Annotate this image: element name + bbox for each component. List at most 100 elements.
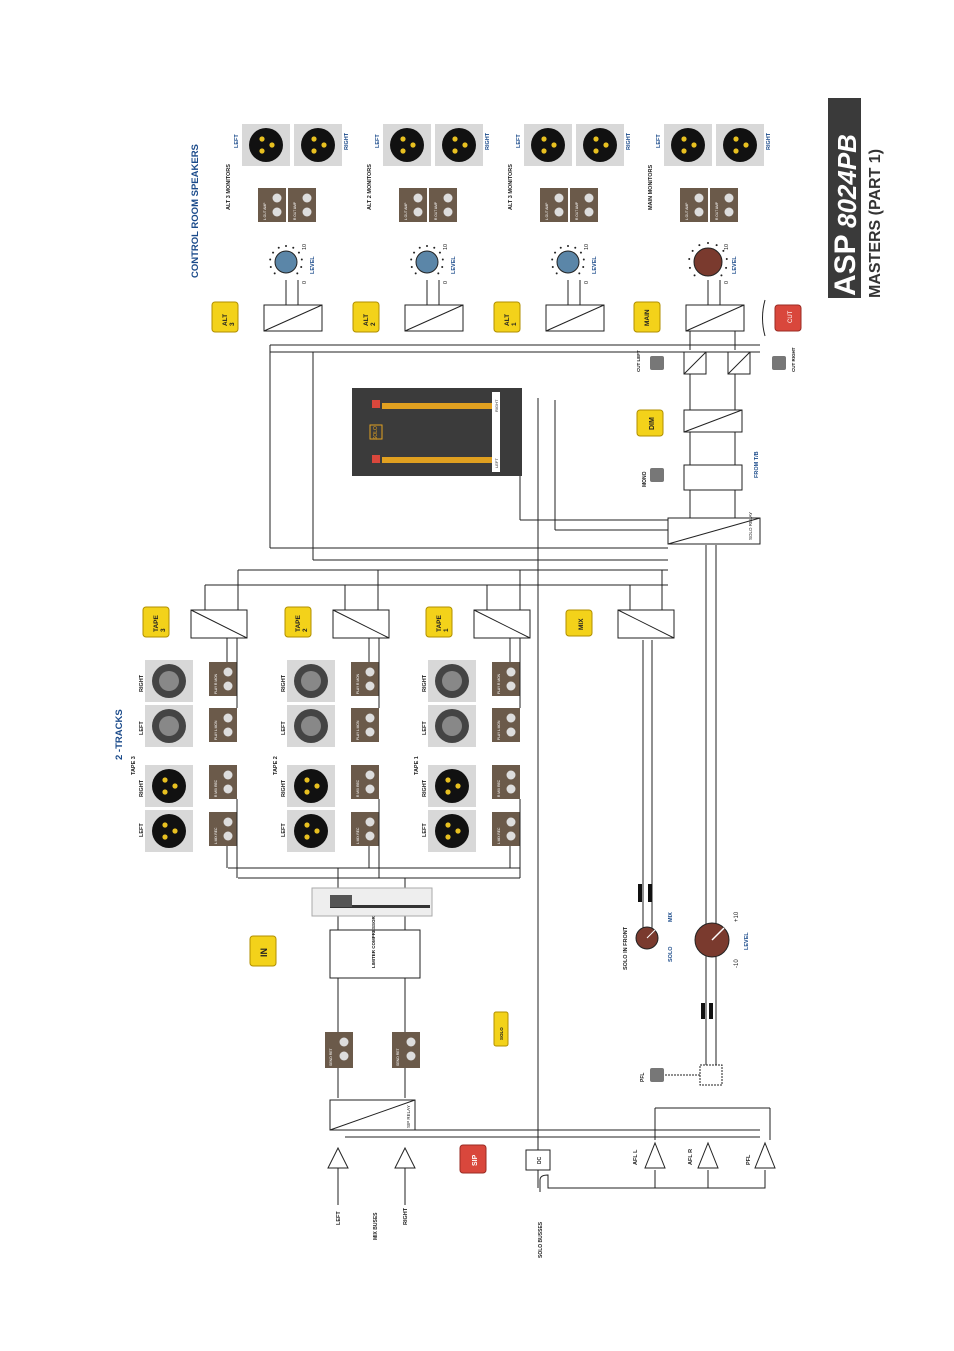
tape-rec-right-tape3[interactable] xyxy=(152,769,186,803)
tape-play-left-tape1-inner xyxy=(442,716,462,736)
tick-alt1-8 xyxy=(582,258,585,261)
insert-left[interactable] xyxy=(325,1032,353,1068)
l-mix-rec-tape1[interactable] xyxy=(492,812,520,846)
mono-button[interactable] xyxy=(650,468,664,482)
tape-name-tape3: TAPE 3 xyxy=(131,756,137,775)
select-button-alt1[interactable] xyxy=(493,301,521,333)
play-r-mon-tape2-jack-a xyxy=(365,667,375,677)
xlr-left-main[interactable] xyxy=(671,128,705,162)
xlr-right-alt2[interactable] xyxy=(442,128,476,162)
r-mix-rec-tape2[interactable] xyxy=(351,765,379,799)
select-button-alt2[interactable] xyxy=(352,301,380,333)
cut-button-label: CUT xyxy=(788,310,794,323)
play-r-mon-tape2[interactable] xyxy=(351,662,379,696)
play-l-mon-tape3[interactable] xyxy=(209,708,237,742)
r-out-amp-main-jack-a xyxy=(724,193,734,203)
level-knob-alt1[interactable] xyxy=(556,250,580,274)
tape-rec-right-label-tape3: RIGHT xyxy=(139,779,145,797)
mix-button[interactable] xyxy=(565,609,593,637)
level-knob-main[interactable] xyxy=(693,247,723,277)
play-r-mon-tape1[interactable] xyxy=(492,662,520,696)
cut-left-button[interactable] xyxy=(650,356,664,370)
r-out-amp-main[interactable] xyxy=(710,188,738,222)
afl-right-amp xyxy=(697,1141,719,1169)
l-mix-rec-tape1-jack-a xyxy=(506,817,516,827)
solo-small-button[interactable] xyxy=(493,1011,509,1047)
xlr-right-alt1[interactable] xyxy=(583,128,617,162)
speaker-left-label-main: LEFT xyxy=(656,134,662,148)
tape-button-tape2[interactable] xyxy=(284,606,312,638)
tick-alt2-6 xyxy=(433,246,436,249)
xlr-right-alt2-pin-0 xyxy=(452,136,458,142)
tape-rec-left-tape3[interactable] xyxy=(152,814,186,848)
page-title: MASTERS (PART 1) xyxy=(867,149,884,298)
tape-rec-left-tape3-pin-0 xyxy=(162,822,168,828)
play-l-mon-tape1[interactable] xyxy=(492,708,520,742)
xlr-left-alt2-pin-1 xyxy=(400,148,406,154)
in-button[interactable] xyxy=(249,935,277,967)
xlr-left-alt3[interactable] xyxy=(249,128,283,162)
l-mix-rec-tape3[interactable] xyxy=(209,812,237,846)
r-mix-rec-tape3[interactable] xyxy=(209,765,237,799)
tape-rec-left-tape1[interactable] xyxy=(435,814,469,848)
cut-left-label: CUT LEFT xyxy=(636,350,641,372)
l-out-amp-alt3[interactable] xyxy=(258,188,286,222)
tick-alt1-1 xyxy=(551,265,554,268)
tick-alt1-4 xyxy=(559,246,562,249)
r-out-amp-alt1[interactable] xyxy=(570,188,598,222)
play-r-mon-tape3[interactable] xyxy=(209,662,237,696)
l-out-amp-alt2-jack-a xyxy=(413,193,423,203)
tick-alt3-6 xyxy=(292,246,295,249)
cut-button[interactable] xyxy=(774,304,802,332)
cut-right-button[interactable] xyxy=(772,356,786,370)
r-out-amp-alt2[interactable] xyxy=(429,188,457,222)
xlr-left-alt1[interactable] xyxy=(531,128,565,162)
l-out-amp-alt2[interactable] xyxy=(399,188,427,222)
tape-play-right-tape1-inner xyxy=(442,671,462,691)
xlr-right-main[interactable] xyxy=(723,128,757,162)
tick-alt2-3 xyxy=(413,251,416,254)
level-knob-alt2[interactable] xyxy=(415,250,439,274)
tape-rec-right-tape3-pin-0 xyxy=(162,777,168,783)
tape-rec-left-tape1-pin-2 xyxy=(455,828,461,834)
tape-rec-left-tape2[interactable] xyxy=(294,814,328,848)
l-out-amp-main-jack-b xyxy=(694,207,704,217)
level-knob-alt3[interactable] xyxy=(274,250,298,274)
l-out-amp-alt1[interactable] xyxy=(540,188,568,222)
select-button-main[interactable] xyxy=(633,301,661,333)
limiter-box xyxy=(329,929,421,979)
r-mix-rec-tape3-jack-b xyxy=(223,784,233,794)
tape-button-tape1[interactable] xyxy=(425,606,453,638)
xlr-left-main-pin-1 xyxy=(681,148,687,154)
l-mix-rec-tape2[interactable] xyxy=(351,812,379,846)
l-out-amp-main[interactable] xyxy=(680,188,708,222)
tape-rec-right-tape3-pin-2 xyxy=(172,783,178,789)
mix-bus-left-label: LEFT xyxy=(336,1211,342,1225)
select-button-alt3[interactable] xyxy=(211,301,239,333)
dim-button[interactable] xyxy=(636,409,664,437)
pfl-button[interactable] xyxy=(650,1068,664,1082)
tape-button-tape3[interactable] xyxy=(142,606,170,638)
tape-rec-right-tape2[interactable] xyxy=(294,769,328,803)
xlr-right-alt3-pin-2 xyxy=(321,142,327,148)
xlr-right-alt3[interactable] xyxy=(301,128,335,162)
tape-name-tape2: TAPE 2 xyxy=(273,756,279,775)
tape-play-right-label-tape3: RIGHT xyxy=(139,674,145,692)
play-l-mon-tape2[interactable] xyxy=(351,708,379,742)
xlr-left-alt2[interactable] xyxy=(390,128,424,162)
sip-button[interactable] xyxy=(459,1144,487,1174)
tape-play-right-tape2-inner xyxy=(301,671,321,691)
l-out-amp-alt2-label: L OUT AMP xyxy=(404,202,408,220)
level-label-alt1: LEVEL xyxy=(592,256,598,274)
tick-main-4 xyxy=(698,244,701,247)
r-mix-rec-tape1[interactable] xyxy=(492,765,520,799)
r-out-amp-main-label: R OUT AMP xyxy=(715,201,719,220)
insert-right[interactable] xyxy=(392,1032,420,1068)
r-out-amp-alt3[interactable] xyxy=(288,188,316,222)
tape-rec-right-tape1[interactable] xyxy=(435,769,469,803)
tape-play-left-tape2-inner xyxy=(301,716,321,736)
pfl-amp xyxy=(754,1141,776,1169)
tick-alt3-3 xyxy=(272,251,275,254)
tick-alt2-0 xyxy=(414,272,417,275)
